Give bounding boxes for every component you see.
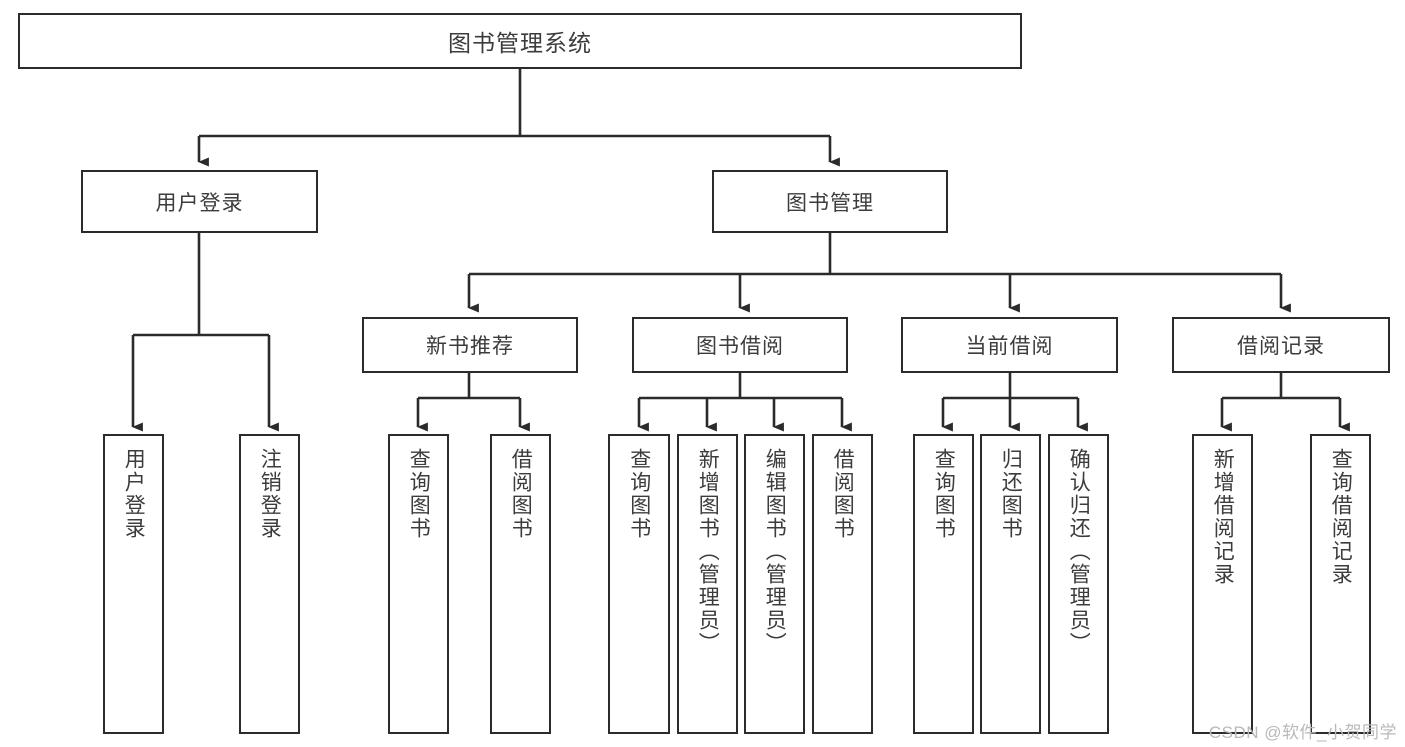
node-new-book-recommend[interactable]: 新书推荐 — [362, 317, 578, 373]
leaf-add-record-label: 新增借阅记录 — [1211, 448, 1235, 586]
leaf-user-login-label: 用户登录 — [122, 448, 146, 540]
node-borrow-record-label: 借阅记录 — [1237, 335, 1325, 358]
leaf-query-book-2[interactable]: 查询图书 — [608, 434, 670, 734]
leaf-query-book-3-label: 查询图书 — [932, 448, 956, 540]
leaf-add-book-label: 新增图书（管理员） — [696, 448, 720, 655]
leaf-query-book-2-label: 查询图书 — [627, 448, 651, 540]
node-book-manage[interactable]: 图书管理 — [712, 170, 948, 233]
node-current-borrow[interactable]: 当前借阅 — [901, 317, 1118, 373]
node-root[interactable]: 图书管理系统 — [18, 13, 1022, 69]
leaf-borrow-book-1[interactable]: 借阅图书 — [490, 434, 551, 734]
node-new-book-recommend-label: 新书推荐 — [426, 335, 514, 358]
leaf-return-book-label: 归还图书 — [999, 448, 1023, 540]
node-borrow-record[interactable]: 借阅记录 — [1172, 317, 1390, 373]
leaf-borrow-book-1-label: 借阅图书 — [509, 448, 533, 540]
leaf-logout-label: 注销登录 — [258, 448, 282, 540]
leaf-user-login[interactable]: 用户登录 — [103, 434, 164, 734]
leaf-query-book-1[interactable]: 查询图书 — [388, 434, 449, 734]
node-current-borrow-label: 当前借阅 — [965, 335, 1054, 358]
node-book-manage-label: 图书管理 — [786, 191, 874, 215]
node-user-login[interactable]: 用户登录 — [81, 170, 318, 233]
node-root-label: 图书管理系统 — [448, 30, 592, 56]
leaf-logout[interactable]: 注销登录 — [239, 434, 300, 734]
node-user-login-label: 用户登录 — [155, 191, 244, 215]
leaf-query-book-3[interactable]: 查询图书 — [913, 434, 974, 734]
leaf-edit-book[interactable]: 编辑图书（管理员） — [744, 434, 805, 734]
leaf-borrow-book-2[interactable]: 借阅图书 — [812, 434, 873, 734]
leaf-edit-book-label: 编辑图书（管理员） — [763, 448, 787, 655]
leaf-return-book[interactable]: 归还图书 — [980, 434, 1041, 734]
leaf-confirm-return[interactable]: 确认归还（管理员） — [1048, 434, 1109, 734]
leaf-query-record-label: 查询借阅记录 — [1329, 448, 1353, 586]
leaf-confirm-return-label: 确认归还（管理员） — [1067, 448, 1091, 655]
leaf-borrow-book-2-label: 借阅图书 — [831, 448, 855, 540]
leaf-add-book[interactable]: 新增图书（管理员） — [677, 434, 738, 734]
leaf-add-record[interactable]: 新增借阅记录 — [1192, 434, 1253, 734]
leaf-query-book-1-label: 查询图书 — [407, 448, 431, 540]
leaf-query-record[interactable]: 查询借阅记录 — [1310, 434, 1371, 734]
node-book-borrow-label: 图书借阅 — [696, 335, 784, 358]
node-book-borrow[interactable]: 图书借阅 — [632, 317, 848, 373]
